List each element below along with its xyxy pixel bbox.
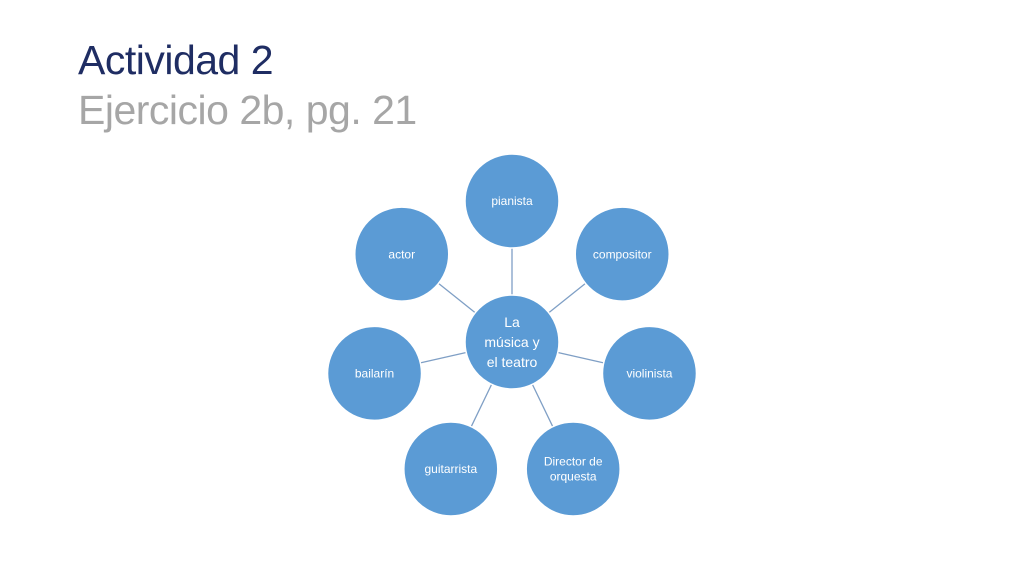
connector-actor [438,282,476,314]
slide-title: Actividad 2 [78,37,274,83]
node-guitarrista-label: guitarrista [424,462,477,476]
node-center-label: el teatro [487,354,538,370]
node-bailarin: bailarín [326,325,423,422]
node-pianista-label: pianista [491,194,533,208]
slide-subtitle: Ejercicio 2b, pg. 21 [78,87,417,133]
connector-director-de-orquesta [531,384,554,427]
node-director-de-orquesta-circle [525,421,621,517]
node-actor: actor [354,206,450,302]
node-actor-label: actor [388,247,415,261]
node-pianista: pianista [464,153,560,249]
node-actor-circle [354,206,450,302]
connector-guitarrista [470,384,493,427]
connector-compositor [548,282,586,314]
node-bailarin-label: bailarín [355,367,394,381]
node-center: La música y el teatro [464,294,560,390]
node-violinista-label: violinista [626,367,672,381]
node-violinista: violinista [601,325,698,422]
node-guitarrista-circle [403,421,499,517]
node-pianista-circle [464,153,560,249]
node-guitarrista: guitarrista [403,421,499,517]
connector-violinista [557,351,604,364]
node-bailarin-circle [326,325,423,422]
node-compositor-circle [574,206,670,302]
connector-bailarin [420,351,467,364]
node-center-label: música y [484,334,539,350]
node-compositor: compositor [574,206,670,302]
node-center-label: La [504,314,520,330]
node-compositor-label: compositor [593,247,652,261]
node-center-circle [464,294,560,390]
node-violinista-circle [601,325,698,422]
node-director-de-orquesta-label: Director de [544,455,603,469]
node-director-de-orquesta-label: orquesta [550,470,597,484]
